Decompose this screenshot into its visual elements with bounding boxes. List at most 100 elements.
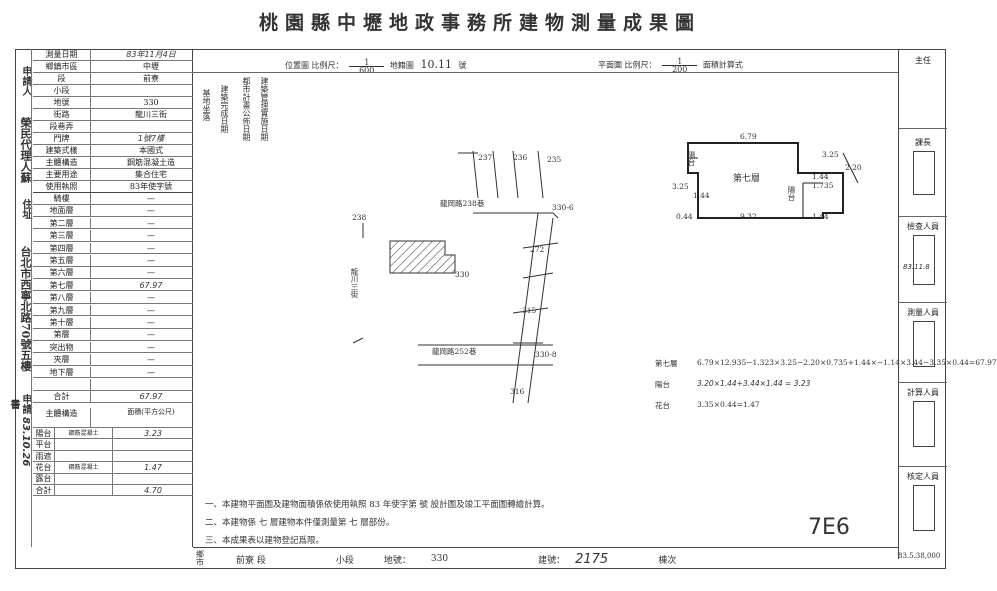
plan-dim: 2.20 (845, 163, 862, 172)
lot-number: 235 (547, 155, 562, 164)
plan-dim: 1.44 (812, 212, 829, 221)
maps-svg (352, 142, 859, 404)
plan-dim: 0.44 (676, 212, 693, 221)
lot-number: 238 (352, 213, 367, 222)
note-3: 三、本成果表以建物登記爲限。 (205, 536, 325, 546)
lot-number: 330 (455, 270, 470, 279)
notes: 一、本建物平面圖及建物面積係依使用執照 83 年使字第 號 設計圖及竣工平面圖轉… (205, 498, 550, 546)
road-name-bottom: 龍岡路252巷 (432, 347, 477, 356)
left-info-table: 申請人 榮民代理人蘇 住址 台北市西寧北路70號五樓 申請書 83.10.26 … (8, 49, 193, 547)
plan-balcony-label: 陽台 (687, 150, 696, 166)
plan-dim: 3.25 (822, 150, 839, 159)
signature-column: 主任 課長 檢查人員 83.11.8 測量人員 計算人員 核定人員 (898, 49, 947, 559)
attach-row: 雨遮 (33, 450, 193, 463)
dates-label: 建築完成日期 (220, 85, 229, 133)
attach-row: 平台 (33, 439, 193, 451)
lot-number: 236 (513, 153, 528, 162)
applicant-name: 榮民代理人蘇 (19, 117, 32, 183)
plan-dim: 1.44 (812, 172, 829, 181)
floor-row: 夾層— (33, 354, 193, 366)
footer: 鄉市 前寮 段 小段 地號： 330 建號： 2175 棟次 (196, 550, 677, 567)
address-value: 台北市西寧北路70號五樓 (19, 246, 32, 372)
floor-row: 第十層— (33, 317, 193, 329)
lot-number: 330-8 (535, 350, 557, 359)
floor-row: 第二層— (33, 217, 193, 230)
table-row: 小段 (33, 85, 193, 97)
plan-dim: 1.735 (812, 181, 834, 190)
lot-number: 272 (530, 245, 545, 254)
plan-dim: 1.44 (693, 191, 710, 200)
floor-row: 第層— (33, 329, 193, 341)
floor-row: 第六層— (33, 267, 193, 279)
floor-row: 地面層— (33, 205, 193, 217)
table-row: 鄉鎮市區中壢 (33, 61, 193, 73)
lot-number: 237 (478, 153, 493, 162)
lot-boundary (492, 150, 499, 199)
road-edge (527, 217, 554, 404)
lot-number: 330-6 (552, 203, 574, 212)
checker-box: 檢查人員 83.11.8 (899, 217, 947, 303)
seal-stamp (913, 235, 935, 285)
lot-boundary (512, 307, 549, 314)
table-row: 建築式樣本國式 (33, 145, 193, 157)
road-edge (512, 212, 539, 404)
location-map (352, 150, 559, 404)
floor-outline (687, 142, 844, 219)
floor-row: 突出物— (33, 341, 193, 354)
form-code: 83.5.38,000 (898, 552, 941, 560)
plan-balcony-label-2: 陽台 (787, 185, 796, 201)
reg-date-label: 申請書 (8, 394, 31, 414)
attach-row: 露台 (33, 473, 193, 485)
seal-stamp (913, 401, 935, 447)
permit-date-label: 建築管理實施日期 (260, 77, 269, 141)
note-2: 二、本建物係 七 層建物本件僅測量第 七 層部份。 (205, 518, 395, 528)
floor-row: 第四層— (33, 242, 193, 255)
road-name-side: 龍川三街 (350, 268, 359, 298)
lot-number: 315 (522, 306, 537, 315)
lot-boundary (522, 242, 559, 249)
table-row: 主體構造鋼筋混凝土造 (33, 157, 193, 169)
note-1: 一、本建物平面圖及建物面積係依使用執照 83 年使字第 號 設計圖及竣工平面圖轉… (205, 500, 550, 510)
plan-dim: 3.25 (672, 182, 689, 191)
seal-stamp (913, 151, 935, 195)
dimension-leader (842, 152, 859, 184)
floor-row: 地下層— (33, 366, 193, 379)
lot-boundary (472, 150, 479, 199)
table-row: 段巷弄 (33, 121, 193, 133)
table-row: 街路龍川三街 (33, 109, 193, 121)
hatched-building (389, 240, 456, 274)
header-divider (193, 72, 898, 73)
plan-dim: 6.79 (740, 132, 757, 141)
director-box: 主任 (899, 49, 947, 129)
plan-drawing (687, 142, 859, 219)
city-plan-label: 都市計畫公佈日期 (242, 77, 251, 141)
seal-stamp (913, 321, 935, 367)
road-name-top: 龍岡路238巷 (440, 199, 485, 208)
floor-row (33, 379, 193, 391)
floor-row: 第三層— (33, 230, 193, 242)
applicant-label: 申請人 (20, 66, 31, 96)
floor-row: 第九層— (33, 304, 193, 317)
lot-boundary (512, 150, 519, 199)
lot-boundary (537, 150, 544, 199)
column-divider (31, 49, 32, 547)
lot-boundary (352, 337, 364, 344)
attach-header-row: 主體構造面積(平方公尺) (33, 407, 193, 428)
surveyor-box: 測量人員 (899, 303, 947, 383)
chief-box: 課長 (899, 129, 947, 217)
floor-row: 第八層— (33, 292, 193, 304)
verifier-box: 核定人員 (899, 467, 947, 549)
plan-dim: 9.32 (740, 212, 757, 221)
lot-number: 316 (510, 387, 525, 396)
plan-floor-label: 第七層 (733, 174, 761, 184)
